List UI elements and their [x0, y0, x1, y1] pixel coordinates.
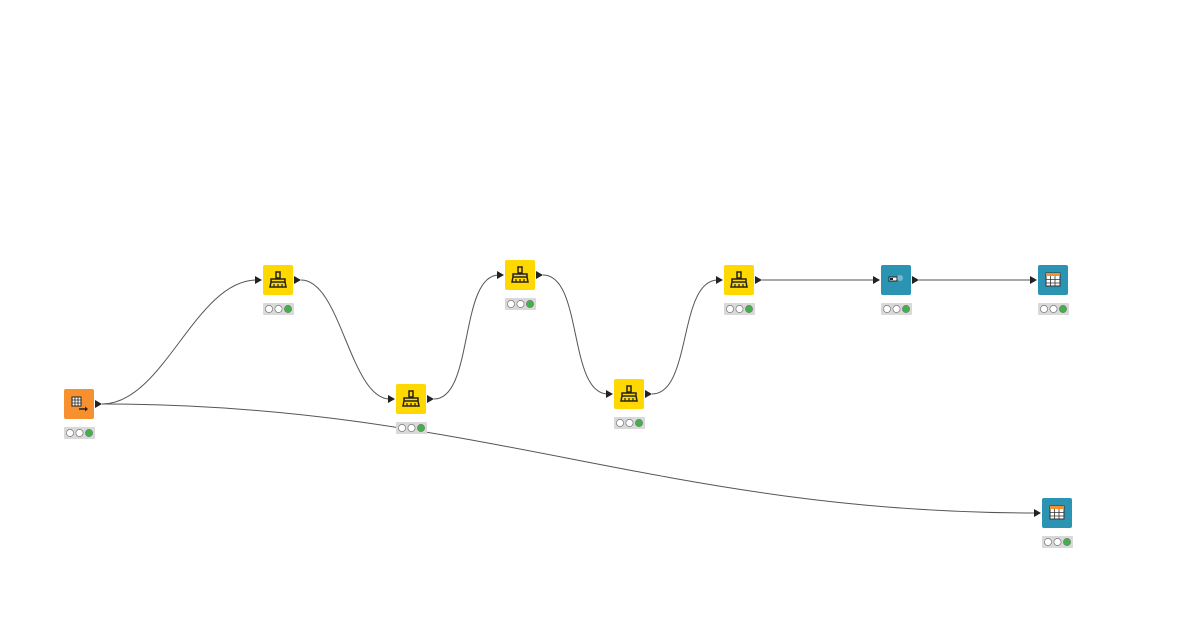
node-clean2[interactable] [388, 384, 434, 434]
node-body[interactable] [614, 379, 644, 409]
status-light-green [745, 305, 753, 313]
output-port[interactable] [645, 390, 652, 398]
output-port[interactable] [755, 276, 762, 284]
node-clean3[interactable] [497, 260, 543, 310]
connection-edge[interactable] [433, 274, 500, 400]
status-light [75, 429, 84, 437]
table-view-icon [1049, 505, 1065, 520]
connection-edge[interactable] [651, 279, 719, 395]
output-port[interactable] [536, 271, 543, 279]
status-light [726, 305, 734, 313]
status-light-green [417, 424, 425, 432]
node-body[interactable] [396, 384, 426, 414]
input-port[interactable] [255, 276, 262, 284]
output-port[interactable] [427, 395, 434, 403]
broom-icon [511, 266, 529, 283]
node-clean4[interactable] [606, 379, 652, 429]
node-body[interactable] [505, 260, 535, 290]
input-port[interactable] [1034, 509, 1041, 517]
input-port[interactable] [1030, 276, 1037, 284]
input-port[interactable] [716, 276, 723, 284]
status-light [883, 305, 891, 313]
node-body[interactable] [263, 265, 293, 295]
toggle-transform-icon [888, 275, 903, 282]
input-port[interactable] [388, 395, 395, 403]
status-light [735, 305, 744, 313]
status-light-green [1059, 305, 1067, 313]
node-clean1[interactable] [255, 265, 301, 315]
node-transform[interactable] [873, 265, 919, 315]
status-light [625, 419, 634, 427]
status-light [1049, 305, 1058, 313]
broom-icon [620, 385, 638, 402]
status-light [66, 429, 74, 437]
output-port[interactable] [294, 276, 301, 284]
node-body[interactable] [724, 265, 754, 295]
table-reader-icon [71, 396, 88, 412]
status-indicator [614, 417, 645, 429]
connection-edge[interactable] [542, 274, 609, 395]
status-indicator [881, 303, 912, 315]
input-port[interactable] [606, 390, 613, 398]
connection-edge[interactable] [300, 279, 391, 400]
node-view2[interactable] [1034, 498, 1073, 548]
status-indicator [1042, 536, 1073, 548]
node-view1[interactable] [1030, 265, 1069, 315]
broom-icon [730, 271, 748, 288]
table-view-icon [1045, 272, 1061, 287]
status-light-green [526, 300, 534, 308]
status-light-green [284, 305, 292, 313]
status-light-green [902, 305, 910, 313]
status-light-green [635, 419, 643, 427]
status-light [1053, 538, 1062, 546]
status-light [892, 305, 901, 313]
status-indicator [396, 422, 427, 434]
status-light [507, 300, 515, 308]
broom-icon [269, 271, 287, 288]
node-clean5[interactable] [716, 265, 762, 315]
status-light [616, 419, 624, 427]
status-indicator [505, 298, 536, 310]
input-port[interactable] [873, 276, 880, 284]
status-light [398, 424, 406, 432]
status-light [1044, 538, 1052, 546]
status-light [274, 305, 283, 313]
status-light-green [1063, 538, 1071, 546]
node-reader[interactable] [64, 389, 102, 439]
input-port[interactable] [497, 271, 504, 279]
connection-edge[interactable] [101, 279, 258, 405]
status-indicator [724, 303, 755, 315]
connection-edge[interactable] [101, 403, 1037, 514]
status-light-green [85, 429, 93, 437]
connections [101, 274, 1037, 514]
status-indicator [1038, 303, 1069, 315]
output-port[interactable] [95, 400, 102, 408]
status-light [516, 300, 525, 308]
status-light [265, 305, 273, 313]
nodes [64, 260, 1073, 548]
output-port[interactable] [912, 276, 919, 284]
status-light [407, 424, 416, 432]
status-indicator [263, 303, 294, 315]
status-light [1040, 305, 1048, 313]
broom-icon [402, 390, 420, 407]
status-indicator [64, 427, 95, 439]
